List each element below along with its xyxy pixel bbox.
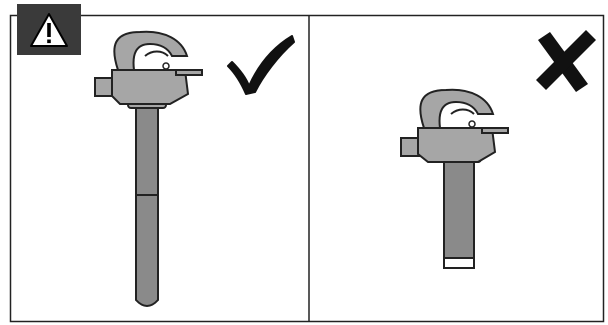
figure-frame <box>11 16 604 322</box>
warning-triangle-icon <box>17 4 81 55</box>
